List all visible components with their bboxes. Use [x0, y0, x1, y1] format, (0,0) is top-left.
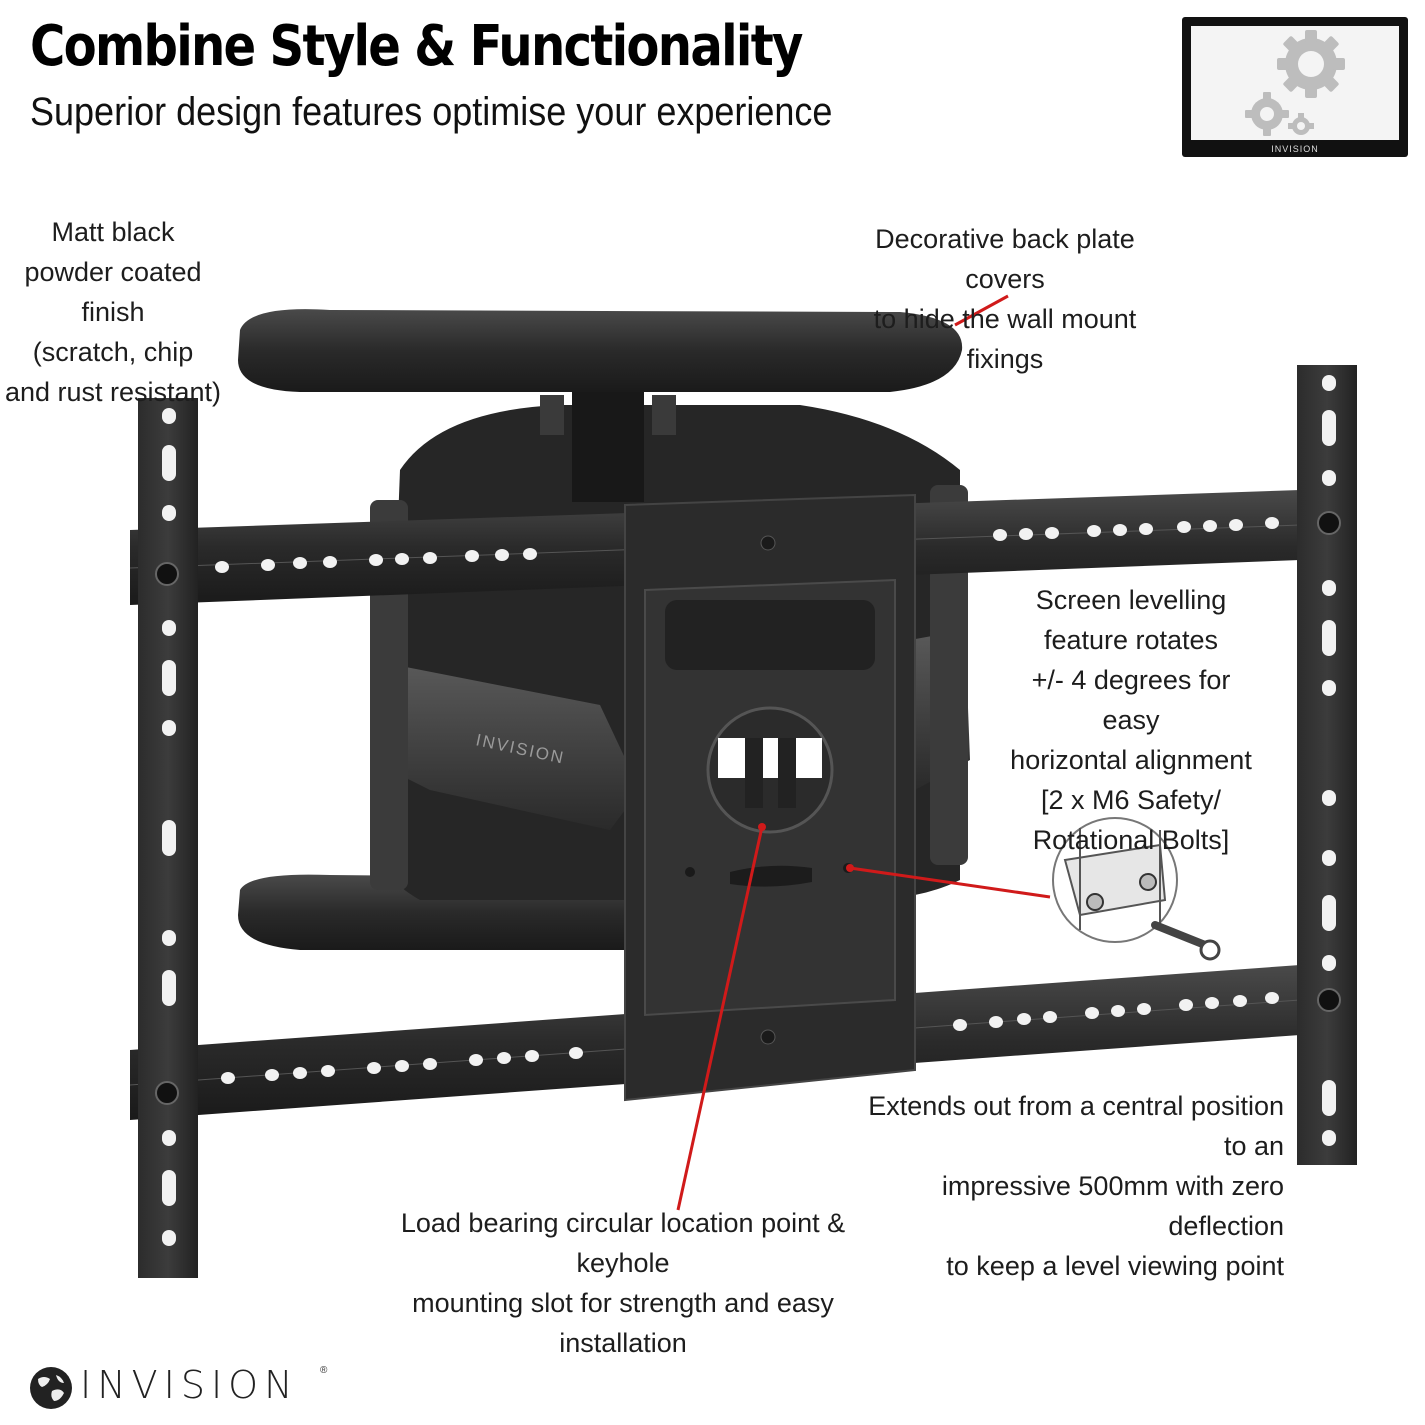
page-subtitle: Superior design features optimise your e…	[30, 90, 833, 134]
callout-leader-lines	[676, 294, 1051, 1211]
right-pivot-post	[930, 485, 968, 865]
thumbnail-brand: INVISION	[1271, 144, 1319, 154]
right-vertical-bracket	[1297, 365, 1357, 1165]
callout-levelling: Screen levelling feature rotates +/- 4 d…	[1010, 585, 1252, 855]
gears-icon	[1245, 30, 1345, 136]
left-articulating-arm	[370, 660, 640, 830]
page-title: Combine Style & Functionality	[30, 14, 803, 79]
plate-recess	[665, 600, 875, 670]
top-back-plate-cover	[238, 309, 963, 392]
callout-finish: Matt black powder coated finish (scratch…	[4, 217, 222, 407]
footer-brand: INVISION	[80, 1363, 299, 1407]
callout-extends: Extends out from a central position to a…	[868, 1091, 1284, 1281]
tv-screen	[1191, 26, 1399, 140]
callout-load-bearing: Load bearing circular location point & k…	[400, 1208, 846, 1358]
registered-mark: ®	[320, 1365, 328, 1376]
rail-holes	[215, 517, 1279, 1084]
callout-back-plate: Decorative back plate covers to hide the…	[873, 224, 1137, 374]
settings-tv-thumbnail: INVISION	[1182, 17, 1408, 157]
bracket-bolts	[155, 511, 1341, 1105]
footer-logo: INVISION ®	[28, 1363, 348, 1411]
levelling-bolt-inset	[1052, 817, 1221, 961]
left-pivot-post	[370, 500, 408, 890]
globe-icon	[30, 1367, 72, 1409]
vertical-column	[572, 392, 644, 502]
bracket-slots	[162, 375, 1336, 1246]
